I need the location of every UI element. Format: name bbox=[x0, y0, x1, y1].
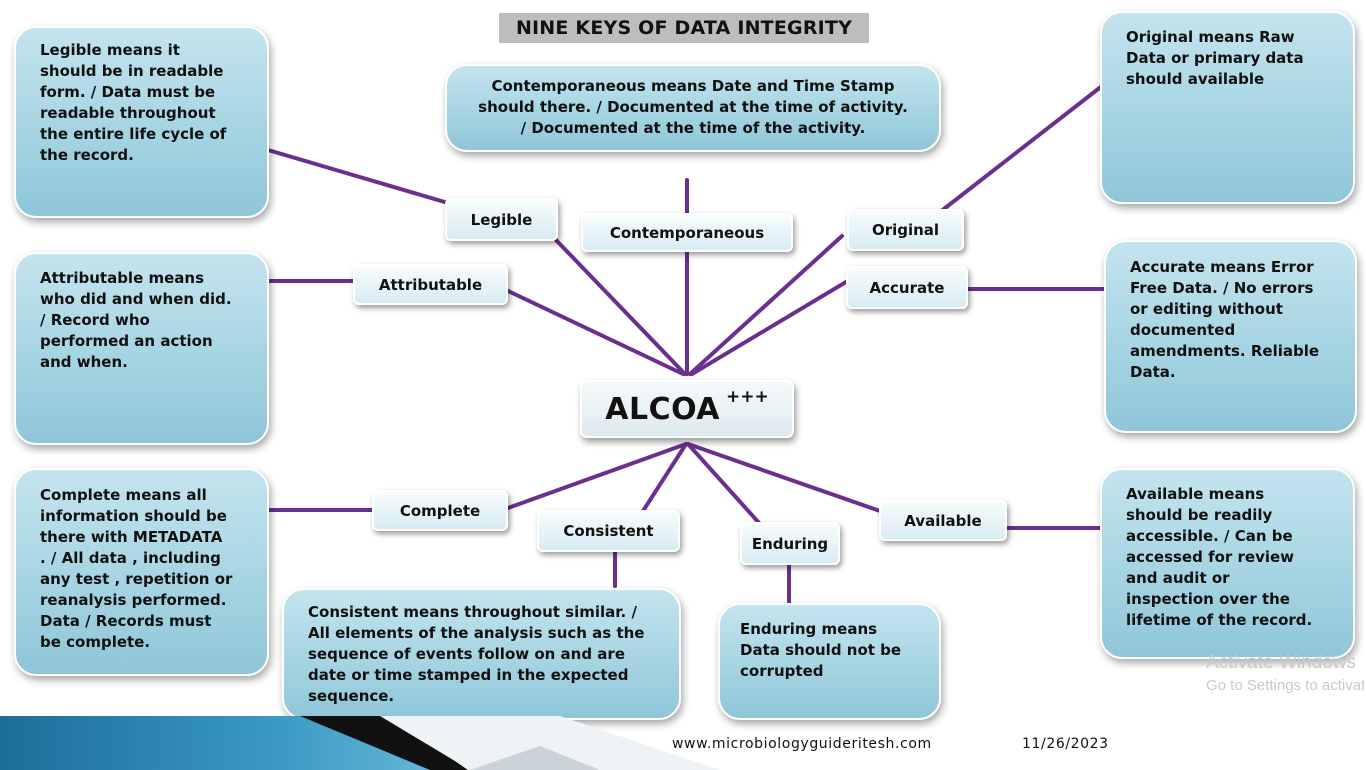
complete-description-box: Complete means all information should be… bbox=[14, 468, 269, 676]
enduring-description-box: Enduring means Data should not be corrup… bbox=[718, 603, 941, 720]
available-description-box: Available means should be readily access… bbox=[1100, 468, 1355, 659]
attributable-description-box: Attributable means who did and when did.… bbox=[14, 252, 269, 445]
key-original: Original bbox=[847, 209, 964, 251]
page-title: NINE KEYS OF DATA INTEGRITY bbox=[499, 13, 869, 43]
hub-label: ALCOA bbox=[605, 391, 721, 427]
hub-superscript: +++ bbox=[726, 387, 769, 407]
footer-url[interactable]: www.microbiologyguideritesh.com bbox=[672, 736, 932, 752]
legible-description-box: Legible means it should be in readable f… bbox=[14, 26, 269, 218]
key-legible: Legible bbox=[445, 198, 558, 241]
key-contemporaneous: Contemporaneous bbox=[581, 213, 793, 252]
key-complete: Complete bbox=[372, 490, 508, 531]
key-consistent: Consistent bbox=[537, 510, 680, 552]
contemporaneous-description-box: Contemporaneous means Date and Time Stam… bbox=[445, 64, 941, 152]
footer-date: 11/26/2023 bbox=[1022, 736, 1109, 752]
alcoa-hub: ALCOA +++ bbox=[580, 380, 794, 438]
key-accurate: Accurate bbox=[846, 266, 968, 309]
key-enduring: Enduring bbox=[740, 522, 840, 565]
accurate-description-box: Accurate means Error Free Data. / No err… bbox=[1104, 240, 1357, 433]
consistent-description-box: Consistent means throughout similar. / A… bbox=[282, 588, 681, 720]
key-attributable: Attributable bbox=[353, 264, 508, 305]
original-description-box: Original means Raw Data or primary data … bbox=[1100, 11, 1355, 204]
footer-banner-graphic bbox=[0, 716, 720, 770]
key-available: Available bbox=[879, 500, 1007, 541]
watermark-subtitle: Go to Settings to activate Windows. bbox=[1206, 677, 1364, 694]
watermark-title: Activate Windows bbox=[1206, 652, 1356, 673]
